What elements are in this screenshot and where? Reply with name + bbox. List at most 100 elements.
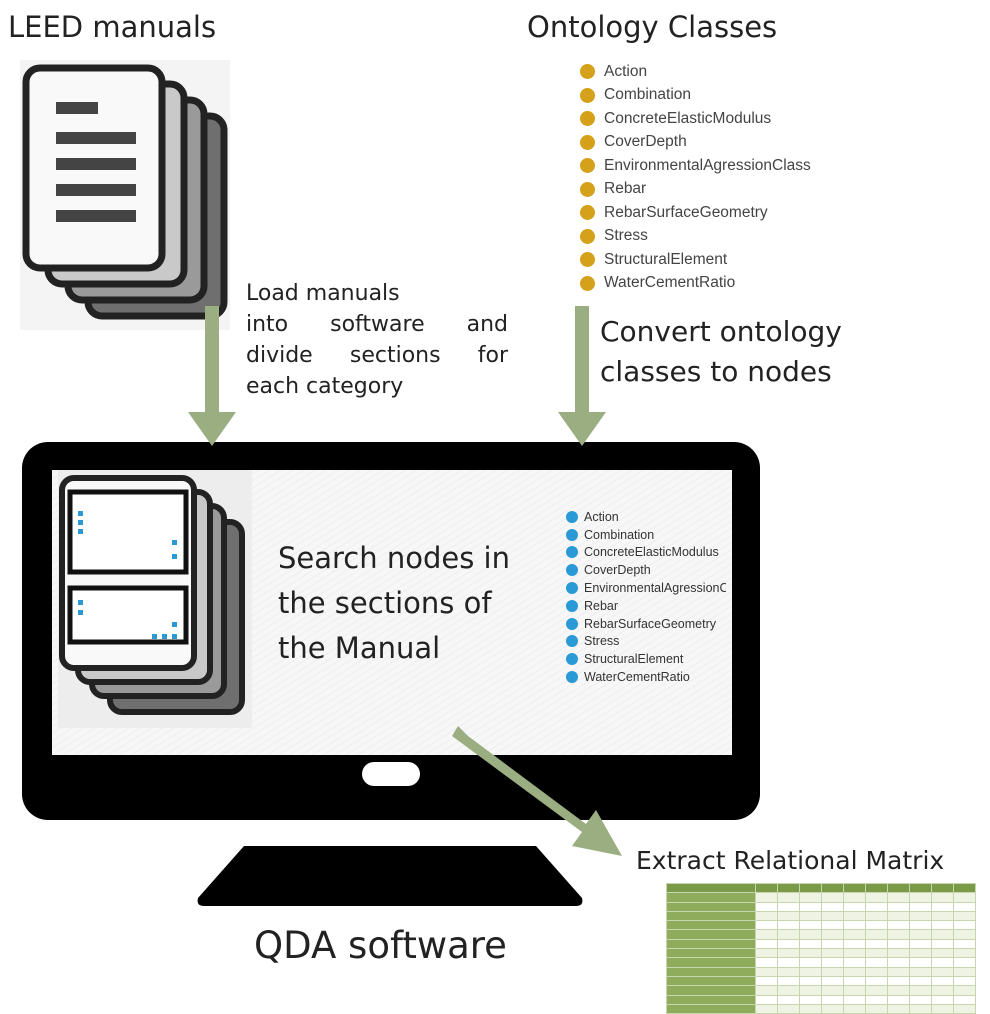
matrix-cell <box>953 1003 976 1014</box>
matrix-cell <box>821 957 844 968</box>
ontology-class-label: Stress <box>604 227 648 245</box>
matrix-row <box>666 985 976 996</box>
class-dot-icon <box>580 275 595 291</box>
matrix-cell <box>821 975 844 987</box>
matrix-cell <box>843 892 866 903</box>
matrix-cell <box>887 948 910 959</box>
matrix-cell <box>843 882 866 894</box>
node-item: Rebar <box>566 597 726 615</box>
matrix-cell <box>755 966 778 977</box>
matrix-cell <box>777 938 800 950</box>
matrix-cell <box>931 1003 954 1014</box>
matrix-cell <box>931 957 954 968</box>
matrix-cell <box>843 920 866 931</box>
caption-line: into software and <box>246 312 508 337</box>
matrix-cell <box>777 1003 800 1014</box>
ontology-class-label: EnvironmentalAgressionClass <box>604 156 811 174</box>
matrix-cell <box>777 975 800 987</box>
matrix-cell <box>953 938 976 950</box>
matrix-cell <box>821 948 844 959</box>
matrix-cell <box>799 966 822 977</box>
matrix-cell <box>843 994 866 1005</box>
class-dot-icon <box>580 111 595 127</box>
matrix-cell <box>755 948 778 959</box>
matrix-cell <box>755 938 778 950</box>
matrix-cell <box>821 929 844 940</box>
matrix-cell <box>931 920 954 931</box>
matrix-cell <box>953 882 976 894</box>
matrix-cell <box>799 957 822 968</box>
matrix-cell <box>909 901 932 912</box>
matrix-cell <box>931 994 954 1005</box>
matrix-row <box>666 892 976 903</box>
node-label: Rebar <box>584 598 619 613</box>
matrix-row <box>666 975 976 987</box>
load-manuals-caption: Load manuals into software and divide se… <box>246 278 508 402</box>
matrix-cell <box>777 910 800 922</box>
ontology-class-item: StructuralElement <box>580 248 811 272</box>
caption-line: classes to nodes <box>600 355 832 388</box>
caption-line: Search nodes in <box>278 541 510 575</box>
matrix-row <box>666 948 976 959</box>
matrix-cell <box>865 994 888 1005</box>
convert-ontology-caption: Convert ontology classes to nodes <box>600 312 842 392</box>
matrix-cell <box>887 975 910 987</box>
matrix-row <box>666 901 976 912</box>
ontology-class-label: WaterCementRatio <box>604 274 736 292</box>
class-dot-icon <box>580 87 595 103</box>
matrix-row-label <box>666 1003 756 1014</box>
matrix-cell <box>865 901 888 912</box>
caption-line: the sections of <box>278 586 492 620</box>
matrix-cell <box>887 901 910 912</box>
matrix-cell <box>909 920 932 931</box>
document-stack-icon <box>20 60 230 330</box>
monitor-power-button <box>362 762 420 786</box>
matrix-cell <box>865 957 888 968</box>
matrix-cell <box>887 910 910 922</box>
class-dot-icon <box>580 181 595 197</box>
matrix-cell <box>755 882 778 894</box>
matrix-row-label <box>666 882 756 894</box>
matrix-cell <box>909 948 932 959</box>
node-dot-icon <box>566 671 578 684</box>
matrix-cell <box>777 985 800 996</box>
matrix-cell <box>821 966 844 977</box>
matrix-cell <box>799 882 822 894</box>
matrix-row-label <box>666 975 756 987</box>
matrix-row-label <box>666 929 756 940</box>
matrix-cell <box>909 929 932 940</box>
matrix-cell <box>777 892 800 903</box>
monitor-stand <box>197 846 583 906</box>
matrix-cell <box>843 901 866 912</box>
matrix-cell <box>865 985 888 996</box>
class-dot-icon <box>580 228 595 244</box>
node-dot-icon <box>566 617 578 630</box>
matrix-cell <box>953 892 976 903</box>
matrix-cell <box>887 882 910 894</box>
matrix-cell <box>777 882 800 894</box>
matrix-cell <box>799 1003 822 1014</box>
ontology-class-item: CoverDepth <box>580 131 811 155</box>
matrix-cell <box>755 957 778 968</box>
matrix-cell <box>931 948 954 959</box>
matrix-cell <box>909 975 932 987</box>
matrix-row <box>666 938 976 950</box>
matrix-cell <box>865 948 888 959</box>
node-item: RebarSurfaceGeometry <box>566 615 726 633</box>
matrix-cell <box>777 901 800 912</box>
matrix-row-label <box>666 985 756 996</box>
class-dot-icon <box>580 134 595 150</box>
matrix-cell <box>909 994 932 1005</box>
node-label: Stress <box>584 634 620 649</box>
matrix-cell <box>865 892 888 903</box>
relational-matrix-table <box>666 882 976 1014</box>
node-label: CoverDepth <box>584 563 651 578</box>
matrix-row <box>666 957 976 968</box>
matrix-cell <box>777 920 800 931</box>
matrix-cell <box>953 957 976 968</box>
matrix-cell <box>931 910 954 922</box>
extract-matrix-heading: Extract Relational Matrix <box>636 846 945 875</box>
node-item: Action <box>566 508 726 526</box>
